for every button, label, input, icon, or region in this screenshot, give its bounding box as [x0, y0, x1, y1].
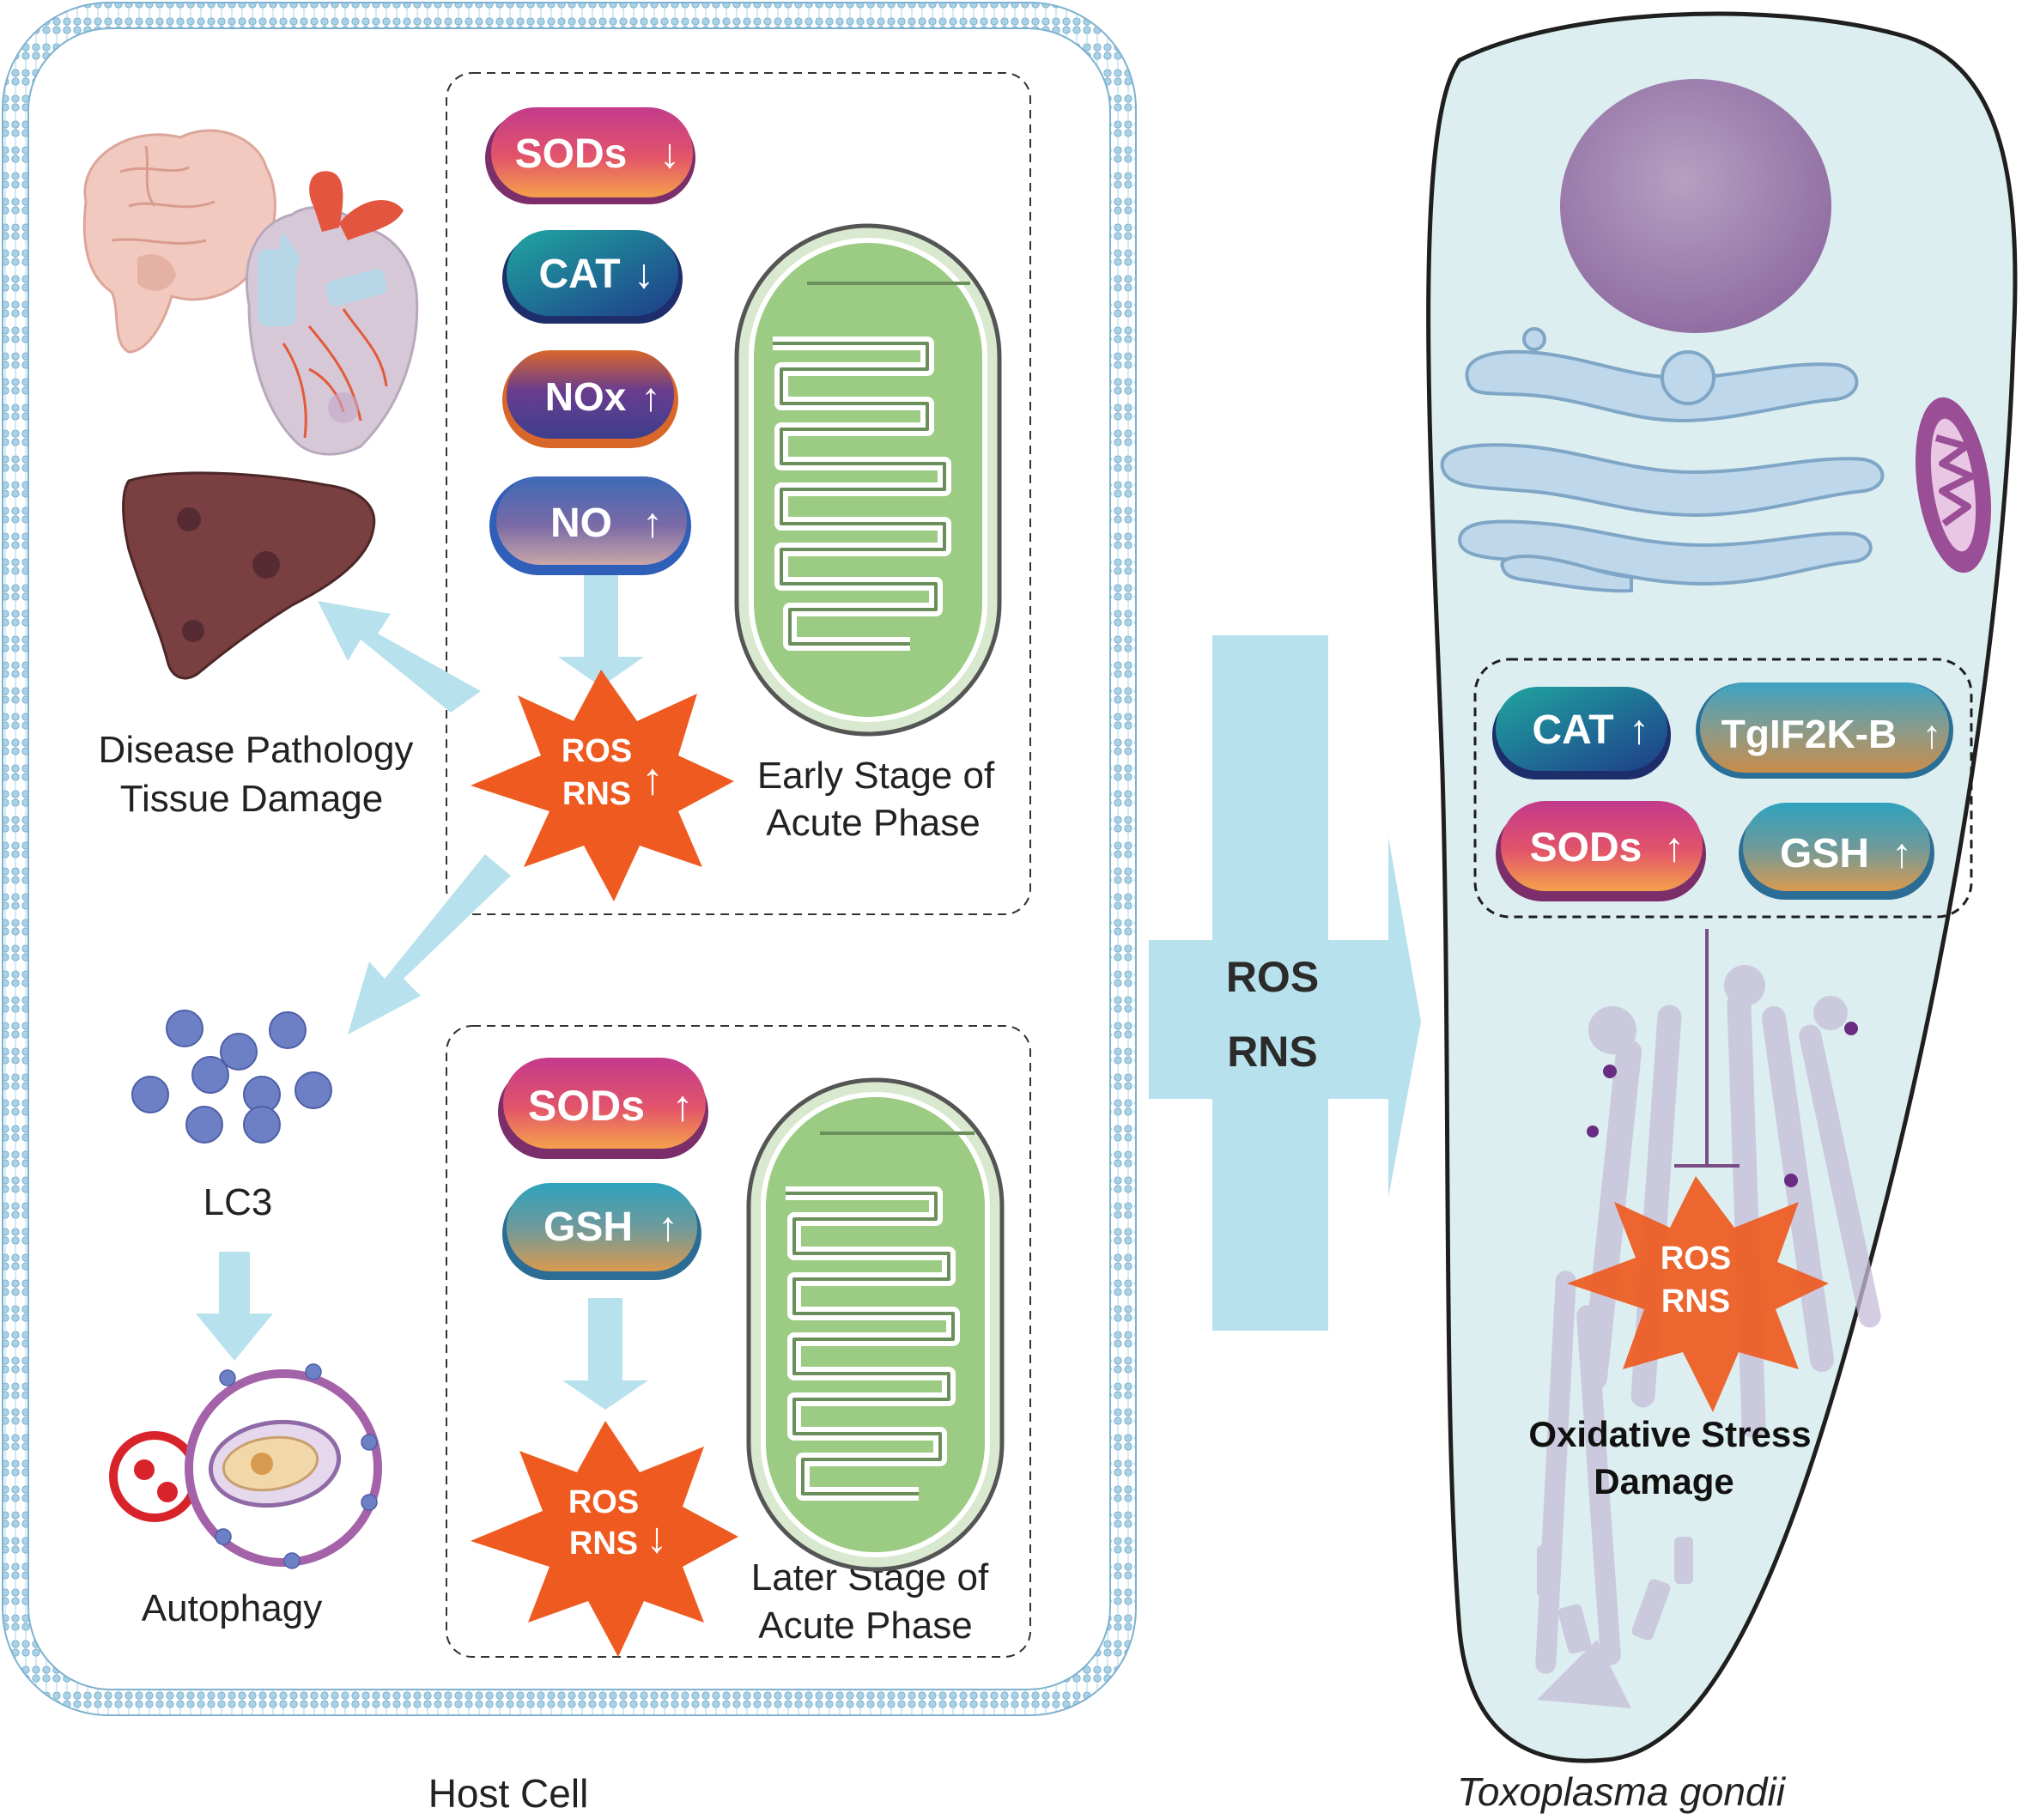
- later-ros-rns-burst: ROS RNS ↓: [471, 1421, 738, 1657]
- toxoplasma-cell: [1426, 11, 2018, 1763]
- dense-granules-icon: [1587, 1022, 1858, 1187]
- later-stage-box: [446, 1025, 1031, 1658]
- early-pill-no-arrow: ↑: [642, 500, 663, 546]
- parasite-burst-line1: ROS: [1661, 1241, 1731, 1277]
- brain-icon: [82, 129, 276, 354]
- later-pill-sods-arrow: ↑: [672, 1082, 694, 1130]
- outcome-label-line1: Oxidative Stress: [1528, 1414, 1811, 1454]
- later-pill-gsh-arrow: ↑: [658, 1204, 678, 1250]
- arrow-to-pathology: [318, 601, 481, 713]
- later-pill-gsh-name: GSH: [543, 1204, 633, 1250]
- early-pill-no-name: NO: [550, 500, 612, 546]
- nucleus-icon: [1560, 79, 1831, 333]
- early-pill-sods-name: SODs: [515, 131, 628, 177]
- inhibition-line: [1674, 929, 1740, 1168]
- parasite-pill-cat-arrow: ↑: [1629, 707, 1649, 753]
- parasite-pill-tgif2kb-name: TgIF2K-B: [1721, 712, 1897, 756]
- host-cell-caption: Host Cell: [428, 1771, 589, 1816]
- early-stage-box: [446, 72, 1031, 915]
- early-burst-arrow: ↑: [641, 755, 664, 804]
- later-pill-gsh: GSH ↑: [502, 1183, 701, 1280]
- parasite-mitochondrion-icon: [1916, 397, 1991, 573]
- transfer-arrow-line1: ROS: [1226, 953, 1319, 1001]
- parasite-pill-cat: CAT ↑: [1492, 687, 1671, 780]
- later-burst-line1: ROS: [568, 1484, 639, 1520]
- later-pill-sods: SODs ↑: [498, 1058, 708, 1159]
- parasite-caption: Toxoplasma gondii: [1457, 1769, 1787, 1814]
- ros-rns-transfer-arrow: ROS RNS: [1149, 635, 1421, 1331]
- early-pill-sods-arrow: ↓: [659, 131, 680, 177]
- parasite-pill-tgif2kb-arrow: ↑: [1922, 712, 1942, 756]
- early-pill-nox: NOx ↑: [502, 350, 678, 448]
- transfer-arrow-line2: RNS: [1227, 1028, 1318, 1076]
- arrow-to-lc3: [348, 854, 511, 1034]
- parasite-antioxidant-box: [1473, 658, 1973, 919]
- autophagy-label: Autophagy: [142, 1587, 322, 1629]
- lc3-particles: [131, 1010, 332, 1144]
- later-pill-sods-name: SODs: [528, 1082, 645, 1130]
- early-pill-cat-arrow: ↓: [634, 252, 654, 297]
- early-ros-rns-burst: ROS RNS ↑: [471, 670, 734, 901]
- autophagosome-icon: [109, 1363, 382, 1569]
- parasite-pill-tgif2kb: TgIF2K-B ↑: [1696, 682, 1953, 779]
- later-burst-arrow: ↓: [647, 1514, 668, 1562]
- mitochondrion-later-icon: [746, 1077, 1005, 1572]
- early-pill-sods: SODs ↓: [485, 107, 695, 204]
- later-burst-line2: RNS: [569, 1526, 638, 1562]
- parasite-pill-sods-arrow: ↑: [1664, 825, 1685, 871]
- early-stage-label-line1: Early Stage of: [757, 755, 995, 797]
- host-cell-membrane: [3, 3, 1136, 1715]
- parasite-pill-sods-name: SODs: [1530, 825, 1642, 871]
- parasite-pill-gsh-name: GSH: [1780, 831, 1869, 877]
- pathology-label-line2: Tissue Damage: [120, 778, 384, 820]
- early-pill-nox-arrow: ↑: [641, 374, 661, 419]
- early-burst-line2: RNS: [562, 776, 631, 812]
- parasite-ros-rns-burst: ROS RNS: [1567, 1176, 1829, 1412]
- early-pill-cat: CAT ↓: [502, 230, 683, 324]
- heart-icon: [245, 171, 419, 456]
- host-cell: [2, 2, 1137, 1716]
- lc3-label: LC3: [203, 1181, 273, 1223]
- early-pill-no: NO ↑: [489, 476, 691, 575]
- arrow-lc3-to-autophagy: [196, 1252, 273, 1361]
- parasite-pill-sods: SODs ↑: [1496, 801, 1706, 901]
- parasite-pill-gsh-arrow: ↑: [1891, 831, 1912, 877]
- later-stage-label-line2: Acute Phase: [758, 1605, 973, 1647]
- early-pill-nox-name: NOx: [545, 374, 627, 419]
- golgi-apparatus-icon: [1440, 327, 1885, 593]
- outcome-label-line2: Damage: [1594, 1461, 1734, 1502]
- parasite-burst-line2: RNS: [1661, 1283, 1730, 1320]
- early-stage-label-line2: Acute Phase: [766, 802, 981, 844]
- pathology-label-line1: Disease Pathology: [99, 729, 414, 771]
- parasite-pill-gsh: GSH ↑: [1739, 803, 1934, 900]
- mitochondrion-early-icon: [734, 223, 1002, 737]
- liver-icon: [122, 471, 376, 680]
- early-burst-line1: ROS: [562, 733, 632, 769]
- early-pill-cat-name: CAT: [538, 252, 620, 297]
- arrow-later-pills-to-burst: [562, 1298, 648, 1410]
- parasite-pill-cat-name: CAT: [1532, 707, 1613, 753]
